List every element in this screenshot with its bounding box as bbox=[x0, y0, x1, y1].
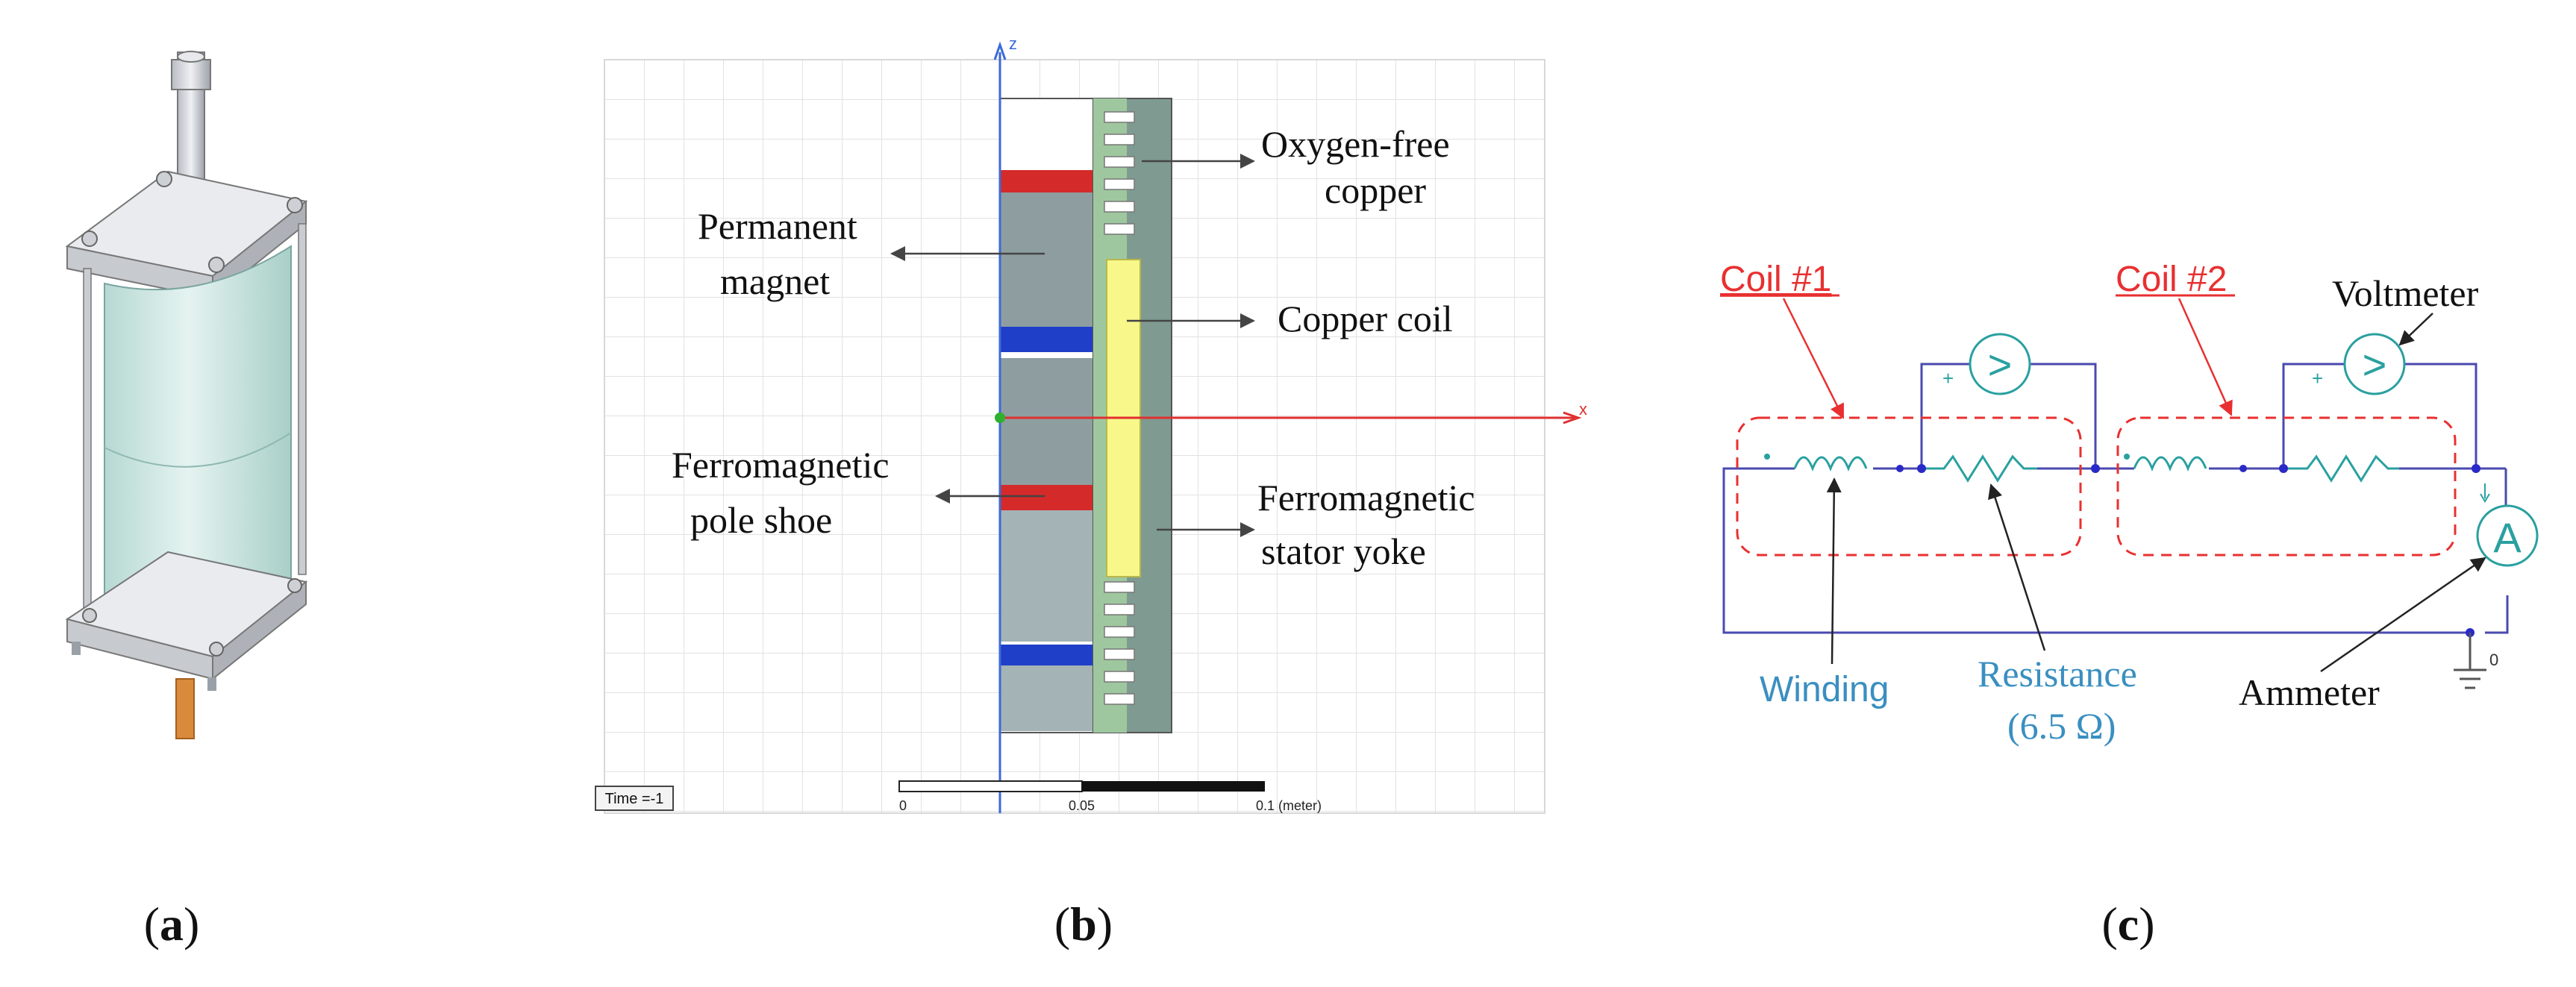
svg-text:>: > bbox=[2363, 341, 2387, 388]
time-label-box bbox=[595, 786, 674, 811]
caption-a: (a) bbox=[144, 897, 200, 950]
ammeter-symbol bbox=[2476, 504, 2539, 567]
winding-2 bbox=[2133, 456, 2207, 472]
panel-b-fe-model: z x Oxygen-free copper Permanent magnet … bbox=[595, 34, 1587, 814]
scale-tick-0: 0 bbox=[899, 798, 907, 813]
ground-label: 0 bbox=[2489, 651, 2498, 669]
label-ammeter: Ammeter bbox=[2239, 671, 2380, 713]
scale-tick-1: 0.05 bbox=[1069, 798, 1095, 813]
svg-text:>: > bbox=[1988, 341, 2013, 388]
label-permanent-magnet: Permanent magnet bbox=[698, 205, 866, 302]
ground-symbol bbox=[2454, 633, 2486, 689]
svg-text:+: + bbox=[1942, 367, 1954, 389]
label-voltmeter: Voltmeter bbox=[2332, 272, 2479, 314]
label-coil-2: Coil #2 bbox=[2116, 260, 2227, 299]
label-ferromagnetic-stator-yoke: Ferromagnetic stator yoke bbox=[1257, 477, 1484, 572]
label-ferromagnetic-pole-shoe: Ferromagnetic pole shoe bbox=[672, 444, 898, 541]
label-resistance: Resistance (6.5 Ω) bbox=[1978, 653, 2146, 747]
coil-1-box bbox=[1736, 416, 2082, 557]
magnet-red-1 bbox=[1000, 170, 1093, 192]
label-oxygen-free-copper: Oxygen-free copper bbox=[1261, 123, 1459, 211]
axis-z-label: z bbox=[1009, 34, 1017, 53]
label-coil-1: Coil #1 bbox=[1720, 260, 1831, 299]
scale-bar-black bbox=[1082, 781, 1265, 792]
voltmeter-2 bbox=[2343, 333, 2406, 395]
axis-x-label: x bbox=[1579, 400, 1587, 419]
resistor-1 bbox=[1922, 454, 2037, 483]
time-label: Time =-1 bbox=[605, 791, 664, 807]
panel-c-circuit: > + > + A 0 Coil #1 Coil #2 Voltmeter Wi bbox=[1720, 260, 2539, 747]
magnet-blue-2 bbox=[1000, 645, 1093, 665]
svg-text:+: + bbox=[2312, 367, 2323, 389]
resistor-2 bbox=[2283, 454, 2399, 483]
scale-tick-2: 0.1 (meter) bbox=[1256, 798, 1322, 813]
caption-c: (c) bbox=[2101, 897, 2154, 950]
scale-bar-white bbox=[898, 780, 1083, 792]
winding-1 bbox=[1793, 456, 1868, 472]
magnet-red-2 bbox=[1000, 485, 1093, 510]
caption-b: (b) bbox=[1054, 897, 1113, 950]
magnet-blue-1 bbox=[1000, 327, 1093, 352]
svg-text:A: A bbox=[2493, 514, 2522, 561]
coil-2-box bbox=[2116, 416, 2457, 557]
label-winding: Winding bbox=[1760, 670, 1889, 709]
voltmeter-1 bbox=[1969, 333, 2031, 395]
panel-a-3d-model bbox=[65, 51, 308, 739]
label-copper-coil: Copper coil bbox=[1278, 298, 1453, 339]
